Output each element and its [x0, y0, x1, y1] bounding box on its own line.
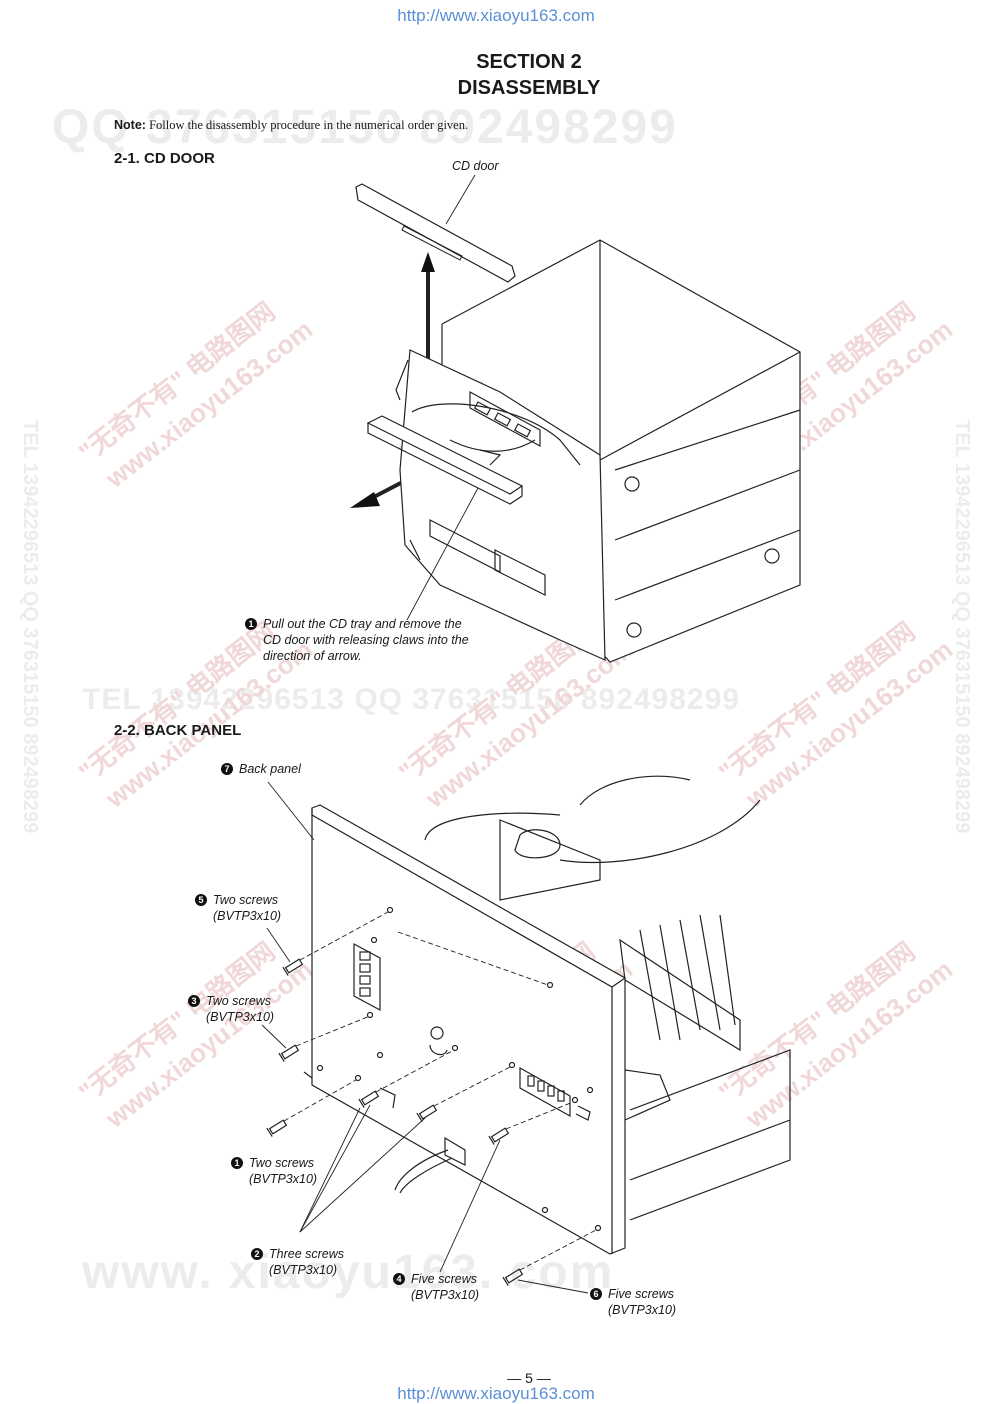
screw-5 — [282, 958, 304, 976]
screw-2 — [358, 1090, 380, 1108]
callout-label: Five screws — [608, 1287, 674, 1301]
callout-label: Back panel — [239, 762, 301, 776]
callout-number-badge: 7 — [221, 763, 233, 775]
step-1-line-2: CD door with releasing claws into the — [263, 633, 469, 647]
callout-screw-type: (BVTP3x10) — [249, 1172, 318, 1186]
callout-number-badge: 3 — [188, 995, 200, 1007]
callout-number-badge: 1 — [231, 1157, 243, 1169]
callout-label: Five screws — [411, 1272, 477, 1286]
callout-back-panel: 7 Back panel — [221, 761, 301, 777]
section-number: SECTION 2 — [476, 51, 582, 73]
back-panel-heading: 2-2. BACK PANEL — [114, 722, 242, 739]
watermark-side-right: TEL 13942296513 QQ 376315150 892498299 — [951, 420, 973, 834]
callout-screw-type: (BVTP3x10) — [411, 1288, 480, 1302]
step-1-line-1: Pull out the CD tray and remove the — [263, 617, 462, 631]
back-panel-diagram — [261, 775, 791, 1294]
cd-door-part — [355, 183, 516, 283]
callout-three-screws-2: 2 Three screws (BVTP3x10) — [251, 1246, 344, 1278]
screw-2b — [416, 1104, 438, 1122]
footer-url-link[interactable]: http://www.xiaoyu163.com — [397, 1384, 595, 1403]
screw-3 — [278, 1044, 300, 1062]
callout-label: Three screws — [269, 1247, 345, 1261]
callout-label: Two screws — [206, 994, 272, 1008]
watermark-side-left: TEL 13942296513 QQ 376315150 892498299 — [19, 420, 41, 834]
header-url-link[interactable]: http://www.xiaoyu163.com — [397, 6, 595, 25]
watermark-www-bottom: www. xiaoyu163. com — [82, 1246, 615, 1299]
callout-number-badge: 5 — [195, 894, 207, 906]
callout-number-badge: 6 — [590, 1288, 602, 1300]
callout-screw-type: (BVTP3x10) — [608, 1303, 677, 1317]
section-title: SECTION 2 DISASSEMBLY — [429, 49, 629, 101]
callout-label: Two screws — [213, 893, 279, 907]
screw-1 — [266, 1119, 288, 1137]
callout-five-screws-4: 4 Five screws (BVTP3x10) — [393, 1271, 479, 1303]
note-label: Note: — [114, 118, 146, 132]
callout-five-screws-6: 6 Five screws (BVTP3x10) — [590, 1286, 676, 1318]
callout-two-screws-5: 5 Two screws (BVTP3x10) — [195, 892, 281, 924]
watermark-tel-mid: TEL 13942296513 QQ 376315150 892498299 — [82, 683, 740, 716]
callout-label: Two screws — [249, 1156, 315, 1170]
callout-screw-type: (BVTP3x10) — [206, 1010, 275, 1024]
callout-number-badge: 2 — [251, 1248, 263, 1260]
section-name: DISASSEMBLY — [457, 77, 601, 99]
cd-door-heading: 2-1. CD DOOR — [114, 150, 215, 167]
note-line: Note: Follow the disassembly procedure i… — [114, 118, 468, 133]
cd-door-diagram — [350, 174, 801, 663]
callout-number-badge: 4 — [393, 1273, 405, 1285]
callout-screw-type: (BVTP3x10) — [213, 909, 282, 923]
page-number: — 5 — — [507, 1370, 551, 1386]
back-panel — [311, 804, 626, 1255]
watermark-qq-top: QQ 376315150 892498299 — [52, 101, 678, 154]
screw-4 — [488, 1127, 510, 1145]
note-text: Follow the disassembly procedure in the … — [149, 118, 469, 132]
step-1-line-3: direction of arrow. — [263, 649, 362, 663]
cd-door-step-1: 1 Pull out the CD tray and remove the CD … — [245, 616, 469, 664]
screw-6 — [502, 1268, 524, 1286]
callout-screw-type: (BVTP3x10) — [269, 1263, 338, 1277]
callout-two-screws-1: 1 Two screws (BVTP3x10) — [231, 1155, 317, 1187]
cd-door-part-label: CD door — [452, 159, 499, 173]
step-number-badge: 1 — [245, 618, 257, 630]
callout-two-screws-3: 3 Two screws (BVTP3x10) — [188, 993, 274, 1025]
